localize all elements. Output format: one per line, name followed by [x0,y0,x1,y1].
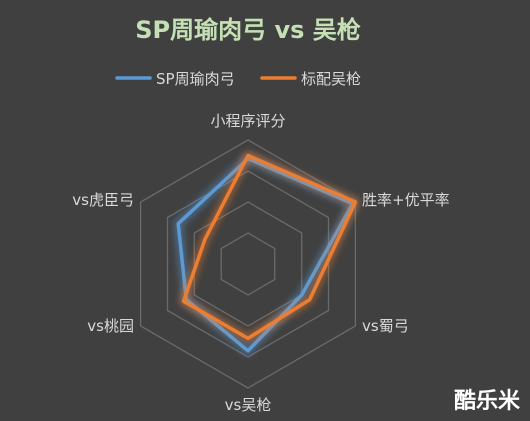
series-layer [173,151,360,356]
legend-label-series-1: SP周瑜肉弓 [156,70,235,88]
grid-ring-3 [166,170,330,358]
axis-label-6: vs虎臣弓 [72,191,134,209]
chart-title: SP周瑜肉弓 vs 吴枪 [135,16,361,44]
grid-ring-2 [193,201,303,327]
legend: SP周瑜肉弓 标配吴枪 [115,70,361,88]
watermark: 酷乐米 [454,389,521,414]
axis-labels: 小程序评分 胜率+优平率 vs蜀弓 vs吴枪 vs桃园 vs虎臣弓 [72,112,449,414]
axis-label-5: vs桃园 [87,317,134,335]
axis-label-4: vs吴枪 [225,396,272,414]
axis-label-2: 胜率+优平率 [362,191,450,209]
axis-label-3: vs蜀弓 [362,317,409,335]
axis-label-1: 小程序评分 [210,112,285,130]
series-line-2 [181,153,358,341]
grid-ring-1 [220,232,276,296]
legend-label-series-2: 标配吴枪 [301,70,361,88]
